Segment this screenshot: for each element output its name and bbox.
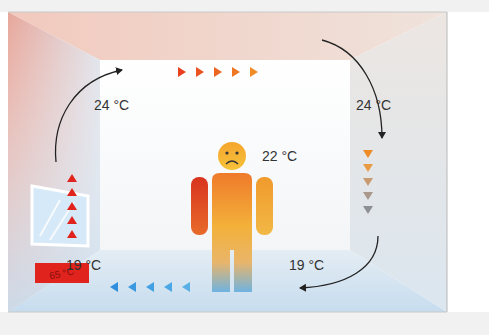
- bottom-strip: [0, 312, 489, 335]
- rising-warm-air: [67, 174, 77, 238]
- floor-cold-air: [110, 282, 190, 292]
- temperature-label: 19 °C: [289, 257, 324, 273]
- ceiling-warm-air: [178, 67, 258, 77]
- top-strip: [0, 0, 489, 12]
- temperature-label: 22 °C: [262, 148, 297, 164]
- airflow-arrow: [56, 70, 122, 162]
- temperature-label: 24 °C: [94, 97, 129, 113]
- frame-line: [8, 312, 447, 313]
- person: [191, 142, 273, 292]
- descending-cooling-air: [363, 150, 373, 214]
- frame-line: [447, 12, 448, 312]
- temperature-label: 19 °C: [66, 257, 101, 273]
- window: [32, 186, 88, 246]
- airflow-arrow: [322, 40, 382, 138]
- frame-line: [8, 12, 447, 13]
- temperature-label: 24 °C: [356, 97, 391, 113]
